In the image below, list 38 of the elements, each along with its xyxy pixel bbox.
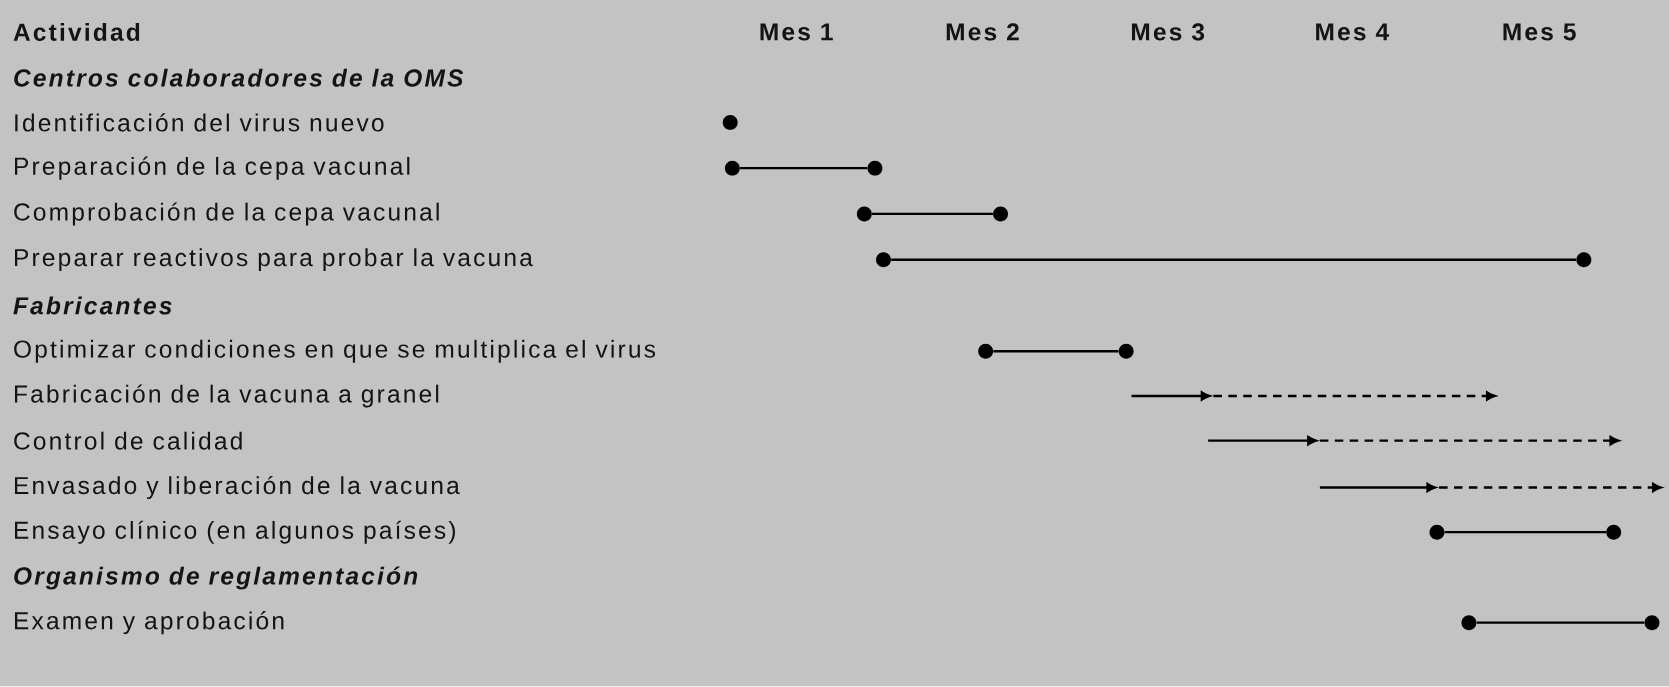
month-header: Mes 1 [760,23,833,41]
activity-name: Preparar reactivos para probar la vacuna [15,248,533,272]
activity-name: Ensayo clínico (en algunos países) [15,520,455,544]
milestone-dot [867,160,883,176]
activity-name: Fabricación de la vacuna a granel [15,384,439,408]
milestone-dot [856,206,872,222]
timeline-bar [1476,621,1645,625]
activity-name: Comprobación de la cepa vacunal [14,202,439,226]
column-header: Actividad [13,23,140,42]
milestone-dot [1606,524,1622,540]
section-heading: Fabricantes [13,296,172,315]
milestone-dot [1644,615,1660,631]
activity-name: Identificación del virus nuevo [15,113,384,132]
activity-name: Preparación de la cepa vacunal [15,156,410,180]
milestone-dot [978,344,994,359]
timeline-bar [1444,531,1606,534]
timeline-bar [872,213,993,216]
milestone-dot [1461,615,1477,631]
timeline-bar [993,350,1119,353]
month-header: Mes 5 [1503,23,1576,41]
month-header: Mes 2 [946,23,1019,41]
milestone-dot [1576,252,1592,268]
milestone-dot [1429,524,1445,540]
section-heading: Organismo de reglamentación [14,566,418,590]
timeline-bar [891,258,1577,262]
milestone-dot [876,252,891,268]
activity-name: Control de calidad [14,431,242,450]
activity-name: Optimizar condiciones en que se multiplica el virus [14,340,656,363]
month-header: Mes 3 [1132,23,1205,41]
milestone-dot [722,115,738,131]
milestone-dot [993,206,1008,222]
timeline-bar [740,167,868,170]
month-header: Mes 4 [1316,23,1389,41]
activity-name: Examen y aprobación [15,611,284,635]
milestone-dot [1118,344,1134,359]
milestone-dot [724,160,740,176]
activity-name: Envasado y liberación de la vacuna [15,476,460,500]
section-heading: Centros colaboradores de la OMS [14,68,464,87]
